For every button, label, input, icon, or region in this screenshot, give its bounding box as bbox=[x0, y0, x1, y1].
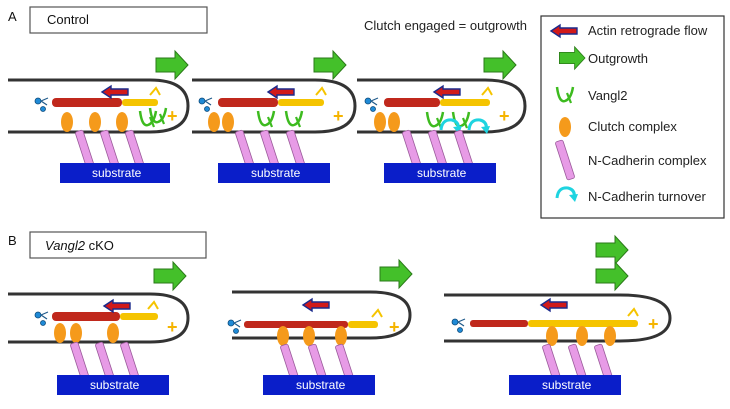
actin-filament bbox=[52, 86, 161, 107]
legend: Actin retrograde flow Outgrowth Vangl2 C… bbox=[540, 15, 725, 219]
panel-a-title: Control bbox=[47, 12, 89, 27]
growth-cone-b3: + substrate bbox=[444, 235, 672, 395]
panel-b-letter: B bbox=[8, 233, 17, 248]
substrate-label: substrate bbox=[296, 378, 346, 392]
growth-cone-a2: + substrate bbox=[192, 50, 357, 183]
substrate-label: substrate bbox=[417, 166, 467, 180]
substrate-block bbox=[60, 163, 170, 183]
legend-clutch-icon bbox=[559, 117, 571, 137]
plus-end-sign: + bbox=[167, 317, 178, 337]
panel-b: B Vangl2 cKO + substrate bbox=[8, 231, 672, 395]
panel-b-title-suffix: cKO bbox=[85, 238, 114, 253]
panel-a-title-box bbox=[29, 6, 208, 34]
legend-cadherin: N-Cadherin complex bbox=[588, 153, 707, 168]
outgrowth-arrow bbox=[155, 50, 189, 80]
legend-outgrowth: Outgrowth bbox=[588, 51, 648, 66]
panel-b-title: Vangl2 cKO bbox=[45, 238, 114, 253]
plus-end-sign: + bbox=[648, 314, 659, 334]
panel-b-title-box bbox=[29, 231, 207, 259]
growth-cone-a1: + substrate bbox=[8, 50, 190, 183]
legend-box bbox=[540, 15, 725, 219]
actin-flow-arrow bbox=[101, 85, 129, 99]
legend-actin-flow: Actin retrograde flow bbox=[588, 23, 708, 38]
panel-a-letter: A bbox=[8, 9, 17, 24]
legend-turnover: N-Cadherin turnover bbox=[588, 189, 706, 204]
substrate-label: substrate bbox=[92, 166, 142, 180]
legend-clutch: Clutch complex bbox=[588, 119, 677, 134]
growth-cone-a3: + substrate bbox=[357, 50, 527, 183]
substrate-label: substrate bbox=[251, 166, 301, 180]
plus-end-sign: + bbox=[499, 106, 510, 126]
legend-vangl2: Vangl2 bbox=[588, 88, 628, 103]
substrate-label: substrate bbox=[90, 378, 140, 392]
panel-a: A Control Clutch engaged = outgrowth + s… bbox=[8, 6, 527, 183]
panel-a-caption: Clutch engaged = outgrowth bbox=[364, 18, 527, 33]
growth-cone-b2: + substrate bbox=[227, 259, 413, 395]
plus-end-sign: + bbox=[389, 317, 400, 337]
growth-cone-b1: + substrate bbox=[8, 261, 190, 395]
substrate-label: substrate bbox=[542, 378, 592, 392]
plus-end-sign: + bbox=[167, 106, 178, 126]
panel-b-title-gene: Vangl2 bbox=[45, 238, 86, 253]
plus-end-sign: + bbox=[333, 106, 344, 126]
